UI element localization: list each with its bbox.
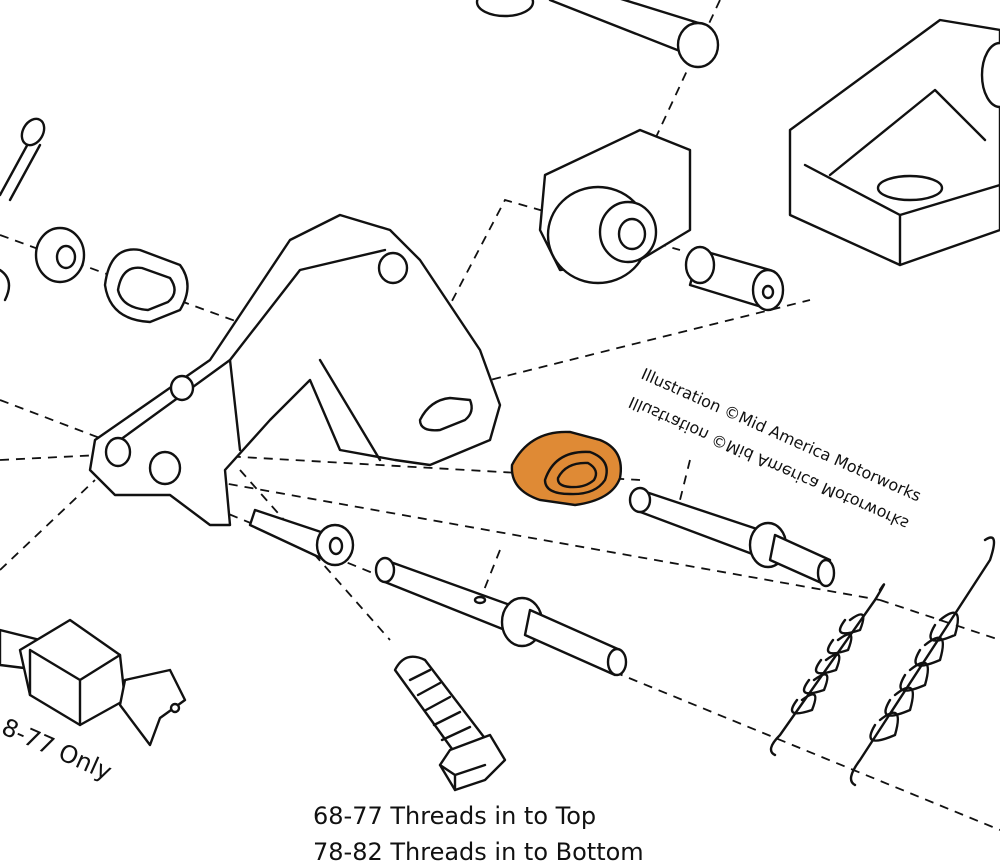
clevis-pin-top bbox=[475, 0, 720, 69]
highlighted-bushing-part bbox=[510, 430, 622, 507]
bolt-note-line-1: 68-77 Threads in to Top bbox=[313, 802, 596, 830]
cotter-pin bbox=[0, 117, 46, 302]
pivot-shaft-lower bbox=[374, 556, 628, 677]
pivot-block bbox=[538, 128, 692, 285]
brake-light-switch bbox=[0, 618, 187, 747]
mounting-housing bbox=[788, 18, 1000, 267]
sleeve-bushing bbox=[684, 245, 785, 312]
return-spring-right bbox=[849, 536, 996, 787]
return-spring-left bbox=[769, 583, 886, 757]
switch-note-label: 8-77 Only bbox=[0, 713, 116, 786]
threaded-bolt bbox=[393, 655, 507, 792]
spring-clip bbox=[103, 248, 189, 324]
washer bbox=[34, 226, 86, 284]
bolt-note-line-2: 78-82 Threads in to Bottom bbox=[313, 838, 644, 866]
pedal-bracket bbox=[88, 213, 502, 527]
pivot-shaft-right bbox=[628, 486, 836, 588]
sleeve-pin bbox=[248, 508, 355, 567]
